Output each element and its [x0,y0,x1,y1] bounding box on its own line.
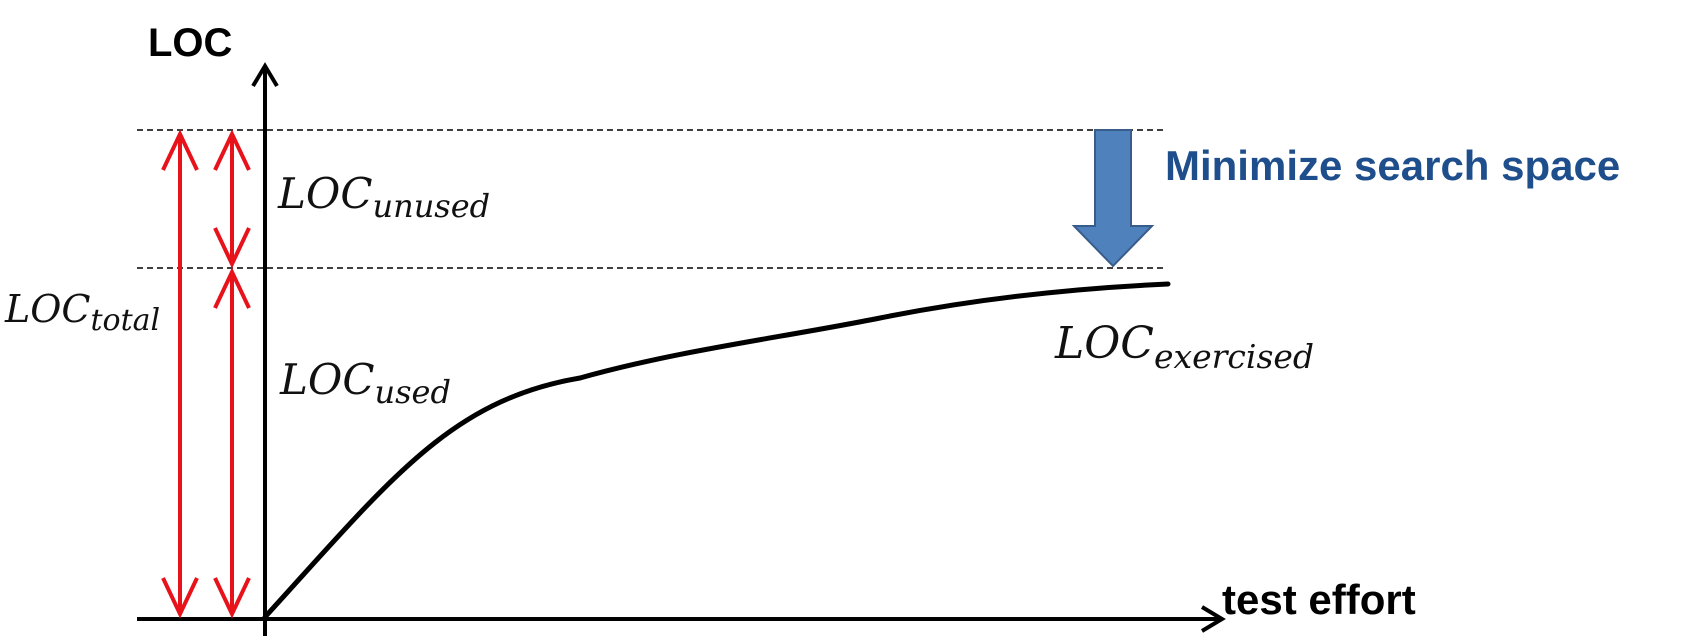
loc-used-sub: used [374,373,450,411]
x-axis [137,605,1226,633]
loc-unused-sub: unused [372,187,490,225]
minimize-search-space-label: Minimize search space [1165,142,1620,189]
loc-unused-arrow [213,129,251,269]
loc-total-label: LOCtotal [4,287,160,338]
loc-total-arrow [161,129,199,619]
loc-total-base: LOC [4,287,90,331]
loc-exercised-sub: exercised [1154,337,1314,376]
y-axis-label: LOC [148,21,232,65]
loc-unused-label: LOCunused [277,169,490,225]
x-axis-label: test effort [1222,576,1416,623]
loc-unused-base: LOC [277,169,372,218]
minimize-down-arrow [1071,129,1155,268]
loc-used-base: LOC [279,355,374,404]
loc-exercised-label: LOCexercised [1054,318,1314,376]
y-axis [251,62,279,636]
loc-total-sub: total [90,303,160,338]
loc-used-arrow [213,267,251,619]
loc-used-label: LOCused [279,355,451,411]
exercised-curve [262,281,1171,620]
loc-exercised-base: LOC [1054,318,1154,369]
